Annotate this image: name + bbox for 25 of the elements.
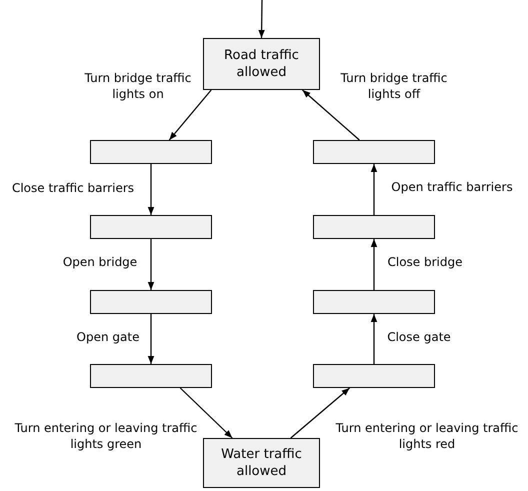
step-box (313, 364, 435, 388)
edge-label: Turn entering or leaving traffic lights red (334, 420, 520, 452)
step-box (90, 290, 212, 314)
edge-label: Turn entering or leaving traffic lights green (14, 420, 198, 452)
step-box (90, 364, 212, 388)
edge-label: Turn bridge traffic lights off (338, 70, 450, 102)
arrow (148, 314, 154, 364)
step-box (313, 290, 435, 314)
step-box (313, 215, 435, 239)
step-box (313, 140, 435, 164)
step-box (90, 215, 212, 239)
edge-label: Turn bridge traffic lights on (82, 70, 194, 102)
arrow (290, 388, 350, 438)
arrow (148, 239, 154, 290)
arrow (370, 314, 378, 364)
arrow (370, 164, 378, 215)
arrow (148, 164, 154, 215)
arrow (168, 90, 212, 140)
state-box: Water traffic allowed (203, 438, 320, 488)
arrow (180, 388, 233, 438)
step-box (90, 140, 212, 164)
arrow (302, 90, 360, 140)
state-box: Road traffic allowed (203, 38, 320, 90)
arrow (258, 0, 265, 38)
arrow (370, 239, 378, 290)
